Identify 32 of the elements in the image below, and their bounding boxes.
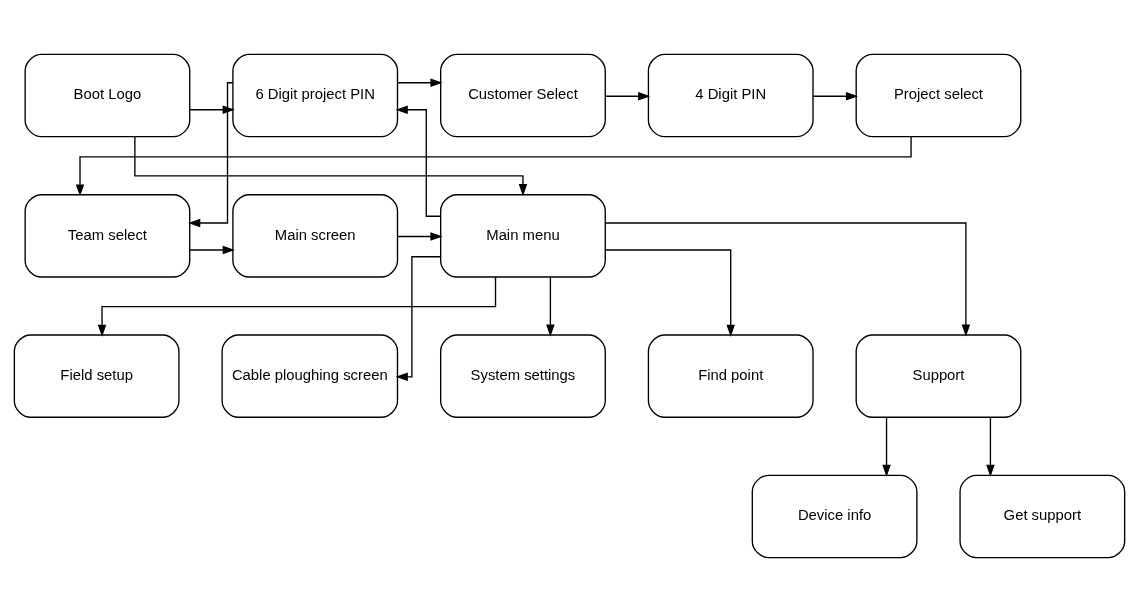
node-box: Support <box>855 334 1022 418</box>
node-box: Main screen <box>232 194 399 278</box>
node-box: 4 Digit PIN <box>647 53 814 138</box>
arrow <box>812 91 859 101</box>
arrow <box>605 249 735 337</box>
arrow <box>188 82 234 228</box>
arrow <box>97 276 497 337</box>
node-box: Project select <box>855 53 1022 138</box>
arrow <box>397 232 443 241</box>
node-box: System settings <box>440 334 606 418</box>
node-box: Boot Logo <box>24 53 191 138</box>
node-box: Customer Select <box>440 53 606 138</box>
node-box: 6 Digit project PIN <box>232 53 399 138</box>
arrow <box>397 78 443 87</box>
arrow <box>546 276 555 337</box>
arrow <box>134 136 528 197</box>
arrow <box>882 416 891 477</box>
node-box: Cable ploughing screen <box>221 334 399 418</box>
node-box: Find point <box>647 334 814 418</box>
arrow <box>189 245 235 255</box>
arrow <box>395 256 442 382</box>
node-box: Main menu <box>440 194 606 278</box>
node-box: Device info <box>751 474 918 559</box>
arrow <box>605 91 651 101</box>
node-box: Team select <box>24 194 191 278</box>
arrow <box>75 136 912 197</box>
arrow <box>189 105 235 114</box>
arrow <box>605 222 971 337</box>
arrow <box>395 105 442 217</box>
node-box: Get support <box>959 474 1126 559</box>
arrow <box>986 416 995 477</box>
node-box: Field setup <box>13 334 180 418</box>
